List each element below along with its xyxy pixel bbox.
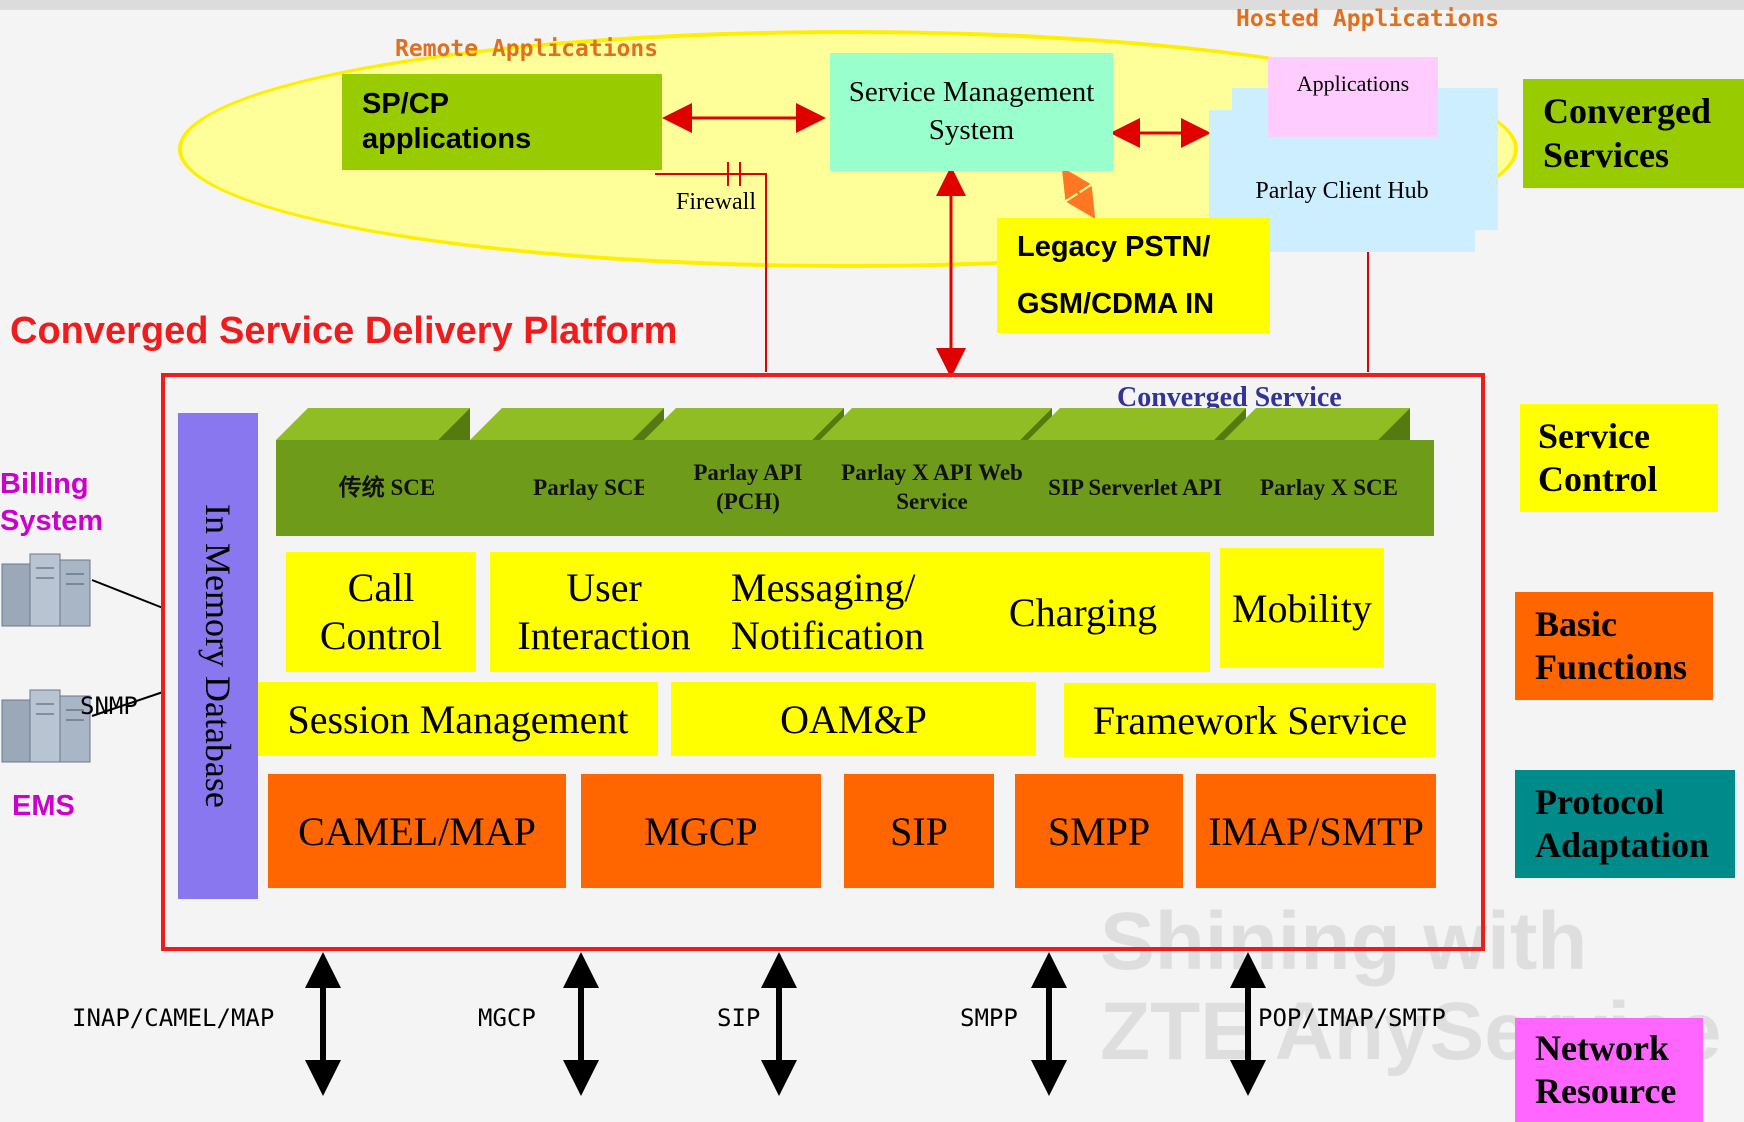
framework-service-box: Framework Service xyxy=(1064,683,1436,757)
hosted-applications-label: Hosted Applications xyxy=(1236,6,1500,32)
platform-title: Converged Service Delivery Platform xyxy=(10,310,678,352)
legend-basic-functions: Basic Functions xyxy=(1515,592,1713,700)
converged-service-label: Converged Service xyxy=(1117,382,1342,413)
legend-protocol-adaptation-label: Protocol Adaptation xyxy=(1535,781,1710,865)
remote-applications-label: Remote Applications xyxy=(395,36,659,62)
billing-server-icon-shape xyxy=(1,553,91,627)
service-management-system-box: Service Management System xyxy=(830,53,1113,171)
legacy-pstn-label: Legacy PSTN/ GSM/CDMA IN xyxy=(1017,230,1215,320)
sip-label: SIP xyxy=(890,808,948,854)
smpp-label: SMPP xyxy=(1047,808,1151,854)
legend-converged-services-label: Converged Services xyxy=(1543,91,1711,175)
bottom-protocol-sip: SIP xyxy=(717,1004,761,1032)
user-interaction-label: User Interaction xyxy=(517,565,691,658)
session-management-label: Session Management xyxy=(287,696,629,742)
bottom-protocol-pop: POP/IMAP/SMTP xyxy=(1258,1004,1446,1032)
mobility-box: Mobility xyxy=(1220,548,1384,668)
sce-cube-4-label: Parlay X API Web Service xyxy=(820,440,1044,536)
messaging-notification-box: Messaging/ Notification xyxy=(716,552,956,672)
camel-map-box: CAMEL/MAP xyxy=(268,774,566,888)
parlay-client-hub-label: Parlay Client Hub xyxy=(1255,177,1429,204)
call-control-box: Call Control xyxy=(286,552,476,672)
sce-cube-6-label: Parlay X SCE xyxy=(1224,440,1434,536)
camel-map-label: CAMEL/MAP xyxy=(298,808,536,854)
session-management-box: Session Management xyxy=(258,682,658,756)
oamp-box: OAM&P xyxy=(671,682,1036,756)
spcp-applications-label: SP/CP applications xyxy=(362,87,532,155)
legend-service-control: Service Control xyxy=(1520,404,1718,512)
legacy-pstn-box: Legacy PSTN/ GSM/CDMA IN xyxy=(997,218,1270,333)
header-strip xyxy=(0,0,1744,10)
sce-cube-5: SIP Serverlet API xyxy=(1028,408,1246,536)
firewall-label: Firewall xyxy=(676,189,756,215)
sce-cube-1: 传统 SCE xyxy=(276,408,498,536)
imap-smtp-label: IMAP/SMTP xyxy=(1208,808,1424,854)
smpp-box: SMPP xyxy=(1015,774,1183,888)
in-memory-database-label: In Memory Database xyxy=(198,504,238,808)
ems-server-icon-shape xyxy=(1,689,91,763)
legend-converged-services: Converged Services xyxy=(1523,79,1744,188)
legend-network-resource: Network Resource xyxy=(1515,1018,1703,1122)
spcp-applications-box: SP/CP applications xyxy=(342,74,662,170)
legend-protocol-adaptation: Protocol Adaptation xyxy=(1515,770,1735,878)
user-interaction-box: User Interaction xyxy=(490,552,718,672)
in-memory-database-bar: In Memory Database xyxy=(178,413,258,899)
service-management-system-label: Service Management System xyxy=(848,76,1095,146)
bottom-protocol-smpp: SMPP xyxy=(960,1004,1018,1032)
sce-cube-6: Parlay X SCE xyxy=(1224,408,1434,536)
messaging-notification-label: Messaging/ Notification xyxy=(731,565,925,658)
sce-cube-4: Parlay X API Web Service xyxy=(820,408,1052,536)
mgcp-label: MGCP xyxy=(644,808,758,854)
hosted-applications-box: Applications xyxy=(1268,57,1438,137)
oamp-label: OAM&P xyxy=(780,696,927,742)
mgcp-box: MGCP xyxy=(581,774,821,888)
charging-box: Charging xyxy=(956,552,1210,672)
sip-box: SIP xyxy=(844,774,994,888)
ems-label: EMS xyxy=(12,790,75,822)
billing-server-icon xyxy=(0,548,98,634)
charging-label: Charging xyxy=(1008,589,1158,635)
legend-network-resource-label: Network Resource xyxy=(1535,1027,1677,1111)
hosted-applications-box-label: Applications xyxy=(1296,71,1410,96)
bottom-protocol-mgcp: MGCP xyxy=(478,1004,536,1032)
legend-basic-functions-label: Basic Functions xyxy=(1535,603,1688,687)
imap-smtp-box: IMAP/SMTP xyxy=(1196,774,1436,888)
bottom-protocol-inap: INAP/CAMEL/MAP xyxy=(72,1004,275,1032)
sce-cube-3-label: Parlay API (PCH) xyxy=(644,440,852,536)
sce-cube-2: Parlay SCE xyxy=(470,408,712,536)
watermark-line-1: Shining with xyxy=(1100,896,1588,987)
platform-frame xyxy=(161,373,1485,951)
sce-cube-5-label: SIP Serverlet API xyxy=(1028,440,1242,536)
ems-server-icon xyxy=(0,684,98,770)
legend-service-control-label: Service Control xyxy=(1538,415,1658,499)
snmp-label: SNMP xyxy=(80,692,138,720)
billing-system-label: Billing System xyxy=(0,468,104,538)
call-control-label: Call Control xyxy=(319,565,443,658)
sce-cube-3: Parlay API (PCH) xyxy=(644,408,852,536)
sce-cube-1-label: 传统 SCE xyxy=(276,440,498,536)
framework-service-label: Framework Service xyxy=(1092,697,1408,743)
mobility-label: Mobility xyxy=(1231,585,1373,631)
